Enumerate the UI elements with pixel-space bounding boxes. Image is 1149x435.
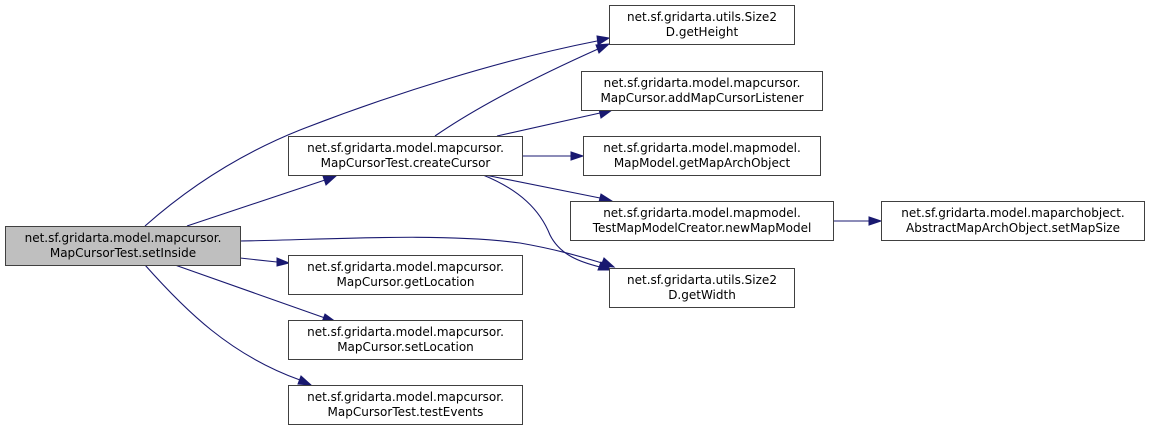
node-getHeight[interactable]: net.sf.gridarta.utils.Size2 D.getHeight (609, 5, 795, 45)
edge-setInside-getHeight (144, 40, 598, 227)
node-label-method: MapCursorTest.createCursor (320, 156, 491, 170)
node-label-package: net.sf.gridarta.model.mapcursor. (24, 231, 222, 245)
node-newMapModel[interactable]: net.sf.gridarta.model.mapmodel. TestMapM… (570, 201, 834, 241)
node-createCursor[interactable]: net.sf.gridarta.model.mapcursor. MapCurs… (288, 136, 523, 176)
edge-setInside-getLocation (239, 257, 278, 263)
edge-setInside-createCursor (186, 179, 326, 227)
node-label-method: MapCursor.getLocation (336, 275, 475, 289)
node-getLocation[interactable]: net.sf.gridarta.model.mapcursor. MapCurs… (288, 255, 523, 295)
arrowhead-icon (276, 257, 291, 267)
node-label-package: net.sf.gridarta.utils.Size2 (627, 10, 777, 24)
node-label-package: net.sf.gridarta.model.maparchobject. (901, 206, 1125, 220)
edge-setInside-testEvents (144, 264, 301, 381)
edge-createCursor-addMapCursorListener (496, 112, 601, 137)
node-label-package: net.sf.gridarta.model.mapcursor. (603, 76, 801, 90)
node-label-method: MapModel.getMapArchObject (613, 156, 791, 170)
node-label-method: D.getHeight (665, 25, 739, 39)
node-label-package: net.sf.gridarta.model.mapmodel. (603, 206, 801, 220)
node-setLocation[interactable]: net.sf.gridarta.model.mapcursor. MapCurs… (288, 320, 523, 360)
node-label-method: MapCursor.setLocation (337, 340, 474, 354)
arrowhead-icon (595, 43, 611, 54)
edge-createCursor-getWidth (482, 174, 601, 268)
arrowhead-icon (322, 175, 338, 186)
node-label-method: AbstractMapArchObject.setMapSize (906, 221, 1120, 235)
node-setMapSize[interactable]: net.sf.gridarta.model.maparchobject. Abs… (881, 201, 1145, 241)
node-addMapCursorListener[interactable]: net.sf.gridarta.model.mapcursor. MapCurs… (581, 71, 823, 111)
node-testEvents[interactable]: net.sf.gridarta.model.mapcursor. MapCurs… (288, 385, 523, 425)
arrowhead-icon (868, 216, 883, 226)
edge-setInside-getWidth (239, 236, 603, 264)
node-label-method: MapCursorTest.testEvents (327, 405, 484, 419)
node-label-package: net.sf.gridarta.model.mapcursor. (307, 325, 504, 339)
arrowhead-icon (297, 375, 313, 386)
node-setInside: net.sf.gridarta.model.mapcursor. MapCurs… (5, 226, 241, 266)
node-label-package: net.sf.gridarta.utils.Size2 (627, 273, 777, 287)
node-label-method: MapCursorTest.setInside (49, 246, 197, 260)
node-label-package: net.sf.gridarta.model.mapmodel. (603, 141, 801, 155)
node-label-method: MapCursor.addMapCursorListener (600, 91, 804, 105)
node-label-package: net.sf.gridarta.model.mapcursor. (307, 390, 504, 404)
node-getMapArchObject[interactable]: net.sf.gridarta.model.mapmodel. MapModel… (583, 136, 821, 176)
edge-setInside-setLocation (174, 264, 326, 319)
node-label-package: net.sf.gridarta.model.mapcursor. (307, 141, 504, 155)
node-label-package: net.sf.gridarta.model.mapcursor. (307, 260, 504, 274)
node-getWidth[interactable]: net.sf.gridarta.utils.Size2 D.getWidth (609, 268, 795, 308)
arrowhead-icon (600, 257, 616, 268)
arrowhead-icon (570, 151, 585, 161)
arrowhead-icon (596, 35, 611, 46)
node-label-method: D.getWidth (668, 288, 736, 302)
edge-createCursor-getHeight (434, 48, 599, 137)
edge-createCursor-newMapModel (484, 174, 601, 199)
node-label-method: TestMapModelCreator.newMapModel (592, 221, 812, 235)
